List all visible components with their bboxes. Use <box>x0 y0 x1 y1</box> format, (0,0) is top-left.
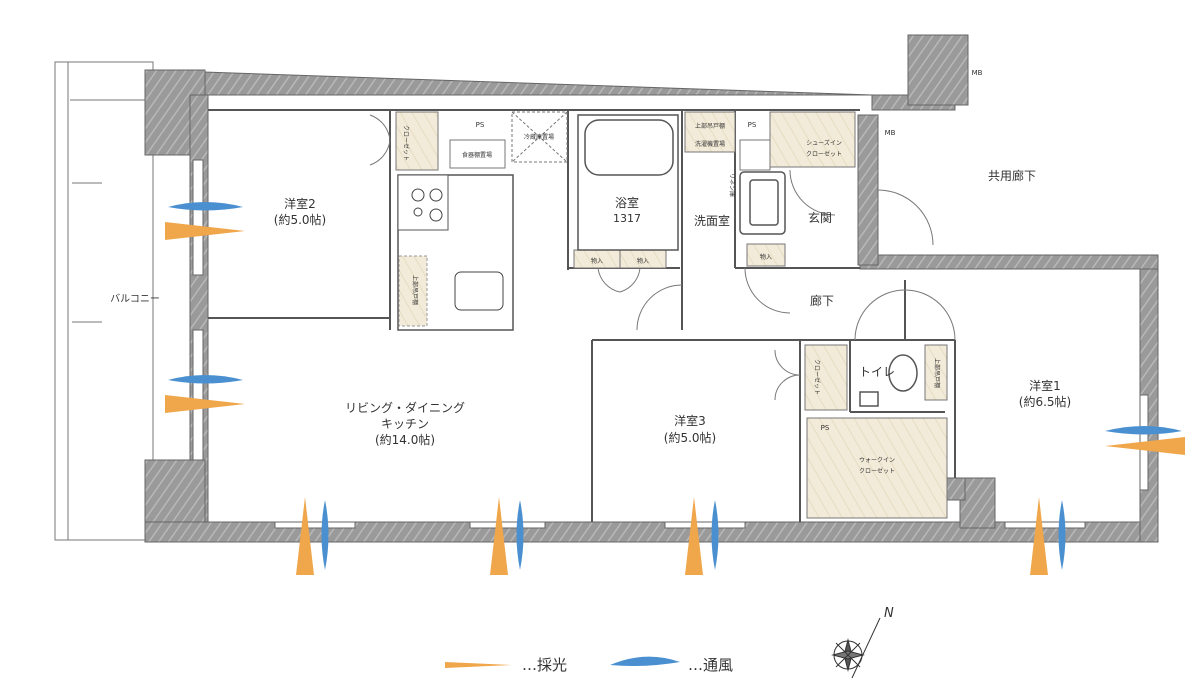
legend-light-text: …採光 <box>522 656 567 674</box>
western-room-2-size: (約5.0帖) <box>274 212 326 227</box>
bathroom-name: 浴室 <box>615 195 639 210</box>
upper-cabinet-kitchen-label: 上部吊戸棚 <box>411 275 419 305</box>
kitchen-counter <box>397 174 514 331</box>
bathroom-size: 1317 <box>613 212 641 225</box>
mb-label-1: MB <box>885 129 896 137</box>
light-arrows <box>165 222 1185 575</box>
washroom-name: 洗面室 <box>694 213 730 228</box>
mb-label-2: MB <box>972 69 983 77</box>
dish-cabinet-label: 食器棚置場 <box>462 151 492 159</box>
legend-wind-arrow <box>610 656 680 666</box>
walkin-closet-label-1: ウォークイン <box>859 456 895 464</box>
door-swings <box>369 114 956 401</box>
laundry-label: 洗濯機置場 <box>695 140 725 148</box>
ps-label-kitchen: PS <box>476 121 485 129</box>
western-room-3-name: 洋室3 <box>674 413 706 428</box>
bath-fixtures <box>577 114 918 407</box>
legend-wind-text: …通風 <box>688 656 733 674</box>
compass-north-label: N <box>884 606 894 621</box>
ps-label-wash: PS <box>748 121 757 129</box>
linen-label: リネン庫 <box>728 173 736 197</box>
western-room-2-name: 洋室2 <box>284 196 316 211</box>
upper-cabinet-toilet-label: 上部吊戸棚 <box>933 358 941 388</box>
closet-label-western3: クローゼット <box>813 359 821 395</box>
storage-label-2: 物入 <box>637 257 649 265</box>
storage-label-3: 物入 <box>760 253 772 261</box>
storage-areas <box>395 111 948 519</box>
toilet-name: トイレ <box>859 365 895 379</box>
legend-light-arrow <box>445 662 512 668</box>
entrance-name: 玄関 <box>808 210 832 225</box>
storage-label-1: 物入 <box>591 257 603 265</box>
common-corridor-name: 共用廊下 <box>988 168 1036 183</box>
wind-arrows <box>168 202 1182 570</box>
compass-icon <box>831 617 881 679</box>
balcony-name: バルコニー <box>110 293 160 305</box>
hallway-name: 廊下 <box>810 293 834 308</box>
western-room-1-size: (約6.5帖) <box>1019 394 1071 409</box>
ldk-name-line2: キッチン <box>381 417 429 431</box>
ldk-name-line1: リビング・ダイニング <box>345 400 465 415</box>
windows <box>192 159 1149 529</box>
shoes-closet-label-1: シューズイン <box>806 139 842 147</box>
western-room-3-size: (約5.0帖) <box>664 430 716 445</box>
western-room-1-name: 洋室1 <box>1029 378 1061 393</box>
ps-label-toilet: PS <box>821 424 830 432</box>
fridge-label: 冷蔵庫置場 <box>524 133 554 141</box>
interior-walls <box>208 109 956 522</box>
upper-cabinet-wash-label: 上部吊戸棚 <box>695 122 725 130</box>
ldk-size: (約14.0帖) <box>375 432 435 447</box>
closet-label-western2: クローゼット <box>402 125 410 161</box>
walkin-closet-label-2: クローゼット <box>859 467 895 475</box>
shoes-closet-label-2: クローゼット <box>806 150 842 158</box>
exterior-walls <box>144 34 1159 543</box>
